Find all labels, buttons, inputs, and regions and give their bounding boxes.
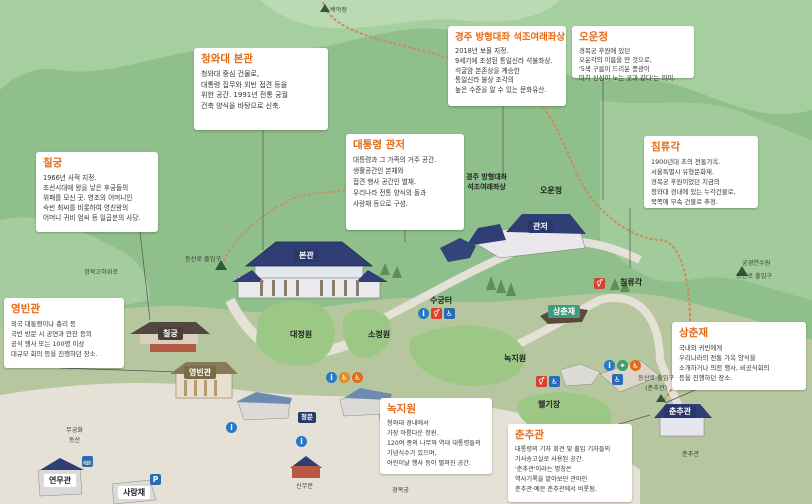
callout-nokji-body: 청와대 경내에서 가장 아름다운 정원. 120여 종의 나무와 역대 대통령들… xyxy=(387,420,481,467)
callout-sangchun-body: 국내외 귀빈에게 우리나라의 전통 가옥 양식을 소개하거나 의전 행사, 비공… xyxy=(679,344,770,382)
callout-yeongbin: 영빈관 외국 대통령이나 총리 등 국빈 방문 시 공연과 만찬 등의 공식 행… xyxy=(4,298,124,368)
callout-chimnyu-body: 1900년대 초의 전통가옥. 서울특별시 유형문화재. 경복궁 후원이었던 지… xyxy=(651,158,736,206)
callout-gyeongju-body: 2018년 보물 지정. 9세기에 조성된 통일신라 석불좌상. 석굴암 본존상… xyxy=(455,47,553,95)
callout-nokji: 녹지원 청와대 경내에서 가장 아름다운 정원. 120여 종의 나무와 역대 … xyxy=(380,398,492,474)
label-sojeongwon: 소정원 xyxy=(368,330,391,339)
label-gungyeongsu: 궁경연수원 xyxy=(742,260,771,267)
tag-main-building[interactable]: 본관 xyxy=(294,249,319,262)
label-chunchugwan-small: 춘추관 xyxy=(682,451,700,458)
label-chimnyugak: 침류각 xyxy=(620,278,643,287)
wheelchair-icon-nokji[interactable]: ♿ xyxy=(549,376,560,387)
restroom-icon-east[interactable]: ⚥ xyxy=(594,278,605,289)
callout-oun: 오운정 경복궁 후원에 있던 오운각의 이름을 딴 것으로, '5색 구름이 드… xyxy=(572,26,694,82)
callout-bongwan: 청와대 본관 청와대 중심 건물로, 대통령 집무와 외빈 접견 등을 위한 공… xyxy=(194,48,328,130)
callout-chimnyu-title: 침류각 xyxy=(651,141,680,153)
info-icon-yeongbin[interactable]: i xyxy=(226,422,237,433)
callout-yeongbin-title: 영빈관 xyxy=(11,303,40,315)
tag-chilgung[interactable]: 칠궁 xyxy=(158,327,183,340)
tag-yeongbingwan[interactable]: 영빈관 xyxy=(184,366,217,379)
callout-gyeongju-title: 경주 방형대좌 석조여래좌상 xyxy=(455,32,566,43)
label-trail-entrance-east: 등산로 출입구 xyxy=(736,273,773,280)
tag-main-gate[interactable]: 정문 xyxy=(298,412,316,423)
label-chunchugwan-entrance: 등산로 출입구 (춘추관) xyxy=(638,375,675,392)
label-gyeongbokgung: 경복궁 xyxy=(392,487,410,494)
callout-bongwan-title: 청와대 본관 xyxy=(201,53,253,65)
parking-icon[interactable]: P xyxy=(150,474,161,485)
tag-sarangchae[interactable]: 사랑채 xyxy=(118,486,151,499)
callout-gwanjeo: 대통령 관저 대통령과 그 가족의 거주 공간. 생활공간인 본채와 접견 행사… xyxy=(346,134,464,230)
callout-chilgung-title: 칠궁 xyxy=(43,157,63,169)
label-trail-entrance-west: 등산로 출입구 xyxy=(185,256,222,263)
tag-residence[interactable]: 관저 xyxy=(528,220,553,233)
callout-nokji-title: 녹지원 xyxy=(387,403,416,415)
callout-yeongbin-body: 외국 대통령이나 총리 등 국빈 방문 시 공연과 만찬 등의 공식 행사 또는… xyxy=(11,320,98,358)
accessible-icon[interactable]: ♿ xyxy=(352,372,363,383)
restroom-icon-nokji[interactable]: ⚥ xyxy=(536,376,547,387)
tag-chunchugwan[interactable]: 춘추관 xyxy=(664,405,697,418)
label-gyeongju-statue: 경주 방형대좌 석조여래좌상 xyxy=(466,173,508,191)
callout-gwanjeo-title: 대통령 관저 xyxy=(353,139,405,151)
callout-oun-body: 경복궁 후원에 있던 오운각의 이름을 딴 것으로, '5색 구름이 드리운 풍… xyxy=(579,47,676,82)
label-helgijang: 헬기장 xyxy=(538,400,561,409)
label-nokjiwon: 녹지원 xyxy=(504,354,527,363)
callout-sangchun: 상춘재 국내외 귀빈에게 우리나라의 전통 가옥 양식을 소개하거나 의전 행사… xyxy=(672,322,806,390)
label-baegakjeong: 백악정 xyxy=(330,7,348,14)
accessible-icon-chunchu[interactable]: ♿ xyxy=(630,360,641,371)
info-icon[interactable]: i xyxy=(326,372,337,383)
callout-sangchun-title: 상춘재 xyxy=(679,327,708,339)
callout-gwanjeo-body: 대통령과 그 가족의 거주 공간. 생활공간인 본채와 접견 행사 공간인 별채… xyxy=(353,156,437,208)
label-daejeongwon: 대정원 xyxy=(290,330,313,339)
info-icon-chunchu[interactable]: i xyxy=(604,360,615,371)
label-sinmu: 신무문 xyxy=(296,483,314,490)
info-icon-gate[interactable]: i xyxy=(296,436,307,447)
wheelchair-icon-sugunteo[interactable]: ♿ xyxy=(444,308,455,319)
label-mugunghwa: 무궁화 동산 xyxy=(66,427,84,444)
bus-icon[interactable]: 🚌 xyxy=(82,456,93,467)
info-icon-sugunteo[interactable]: i xyxy=(418,308,429,319)
tag-yeonmugwan[interactable]: 연무관 xyxy=(44,474,77,487)
label-ojeong: 오운정 xyxy=(540,186,563,195)
callout-oun-title: 오운정 xyxy=(579,31,608,43)
wheelchair-icon[interactable]: ♿ xyxy=(339,372,350,383)
callout-gyeongju: 경주 방형대좌 석조여래좌상 2018년 보물 지정. 9세기에 조성된 통일신… xyxy=(448,26,566,106)
callout-chilgung: 칠궁 1966년 사적 지정. 조선시대에 왕을 낳은 후궁들의 위패를 모신 … xyxy=(36,152,158,232)
wheelchair-icon-chunchu[interactable]: ♿ xyxy=(612,374,623,385)
callout-chunchu: 춘추관 대통령의 기자 회견 및 출입 기자들의 기사송고실로 사용된 공간. … xyxy=(508,424,632,502)
callout-chimnyu: 침류각 1900년대 초의 전통가옥. 서울특별시 유형문화재. 경복궁 후원이… xyxy=(644,136,758,208)
callout-chunchu-title: 춘추관 xyxy=(515,429,544,441)
tag-sangchunjae[interactable]: 상춘재 xyxy=(548,305,581,318)
food-icon[interactable]: ✦ xyxy=(617,360,628,371)
callout-chilgung-body: 1966년 사적 지정. 조선시대에 왕을 낳은 후궁들의 위패를 모신 곳. … xyxy=(43,174,141,222)
restroom-icon[interactable]: ⚥ xyxy=(431,308,442,319)
label-gyeongbukgo: 경북고하위로 xyxy=(84,269,119,276)
callout-chunchu-body: 대통령의 기자 회견 및 출입 기자들의 기사송고실로 사용된 공간. '춘추관… xyxy=(515,446,611,493)
label-sugunteo: 수궁터 xyxy=(430,296,453,305)
callout-bongwan-body: 청와대 중심 건물로, 대통령 집무와 외빈 접견 등을 위한 공간. 1991… xyxy=(201,70,288,110)
